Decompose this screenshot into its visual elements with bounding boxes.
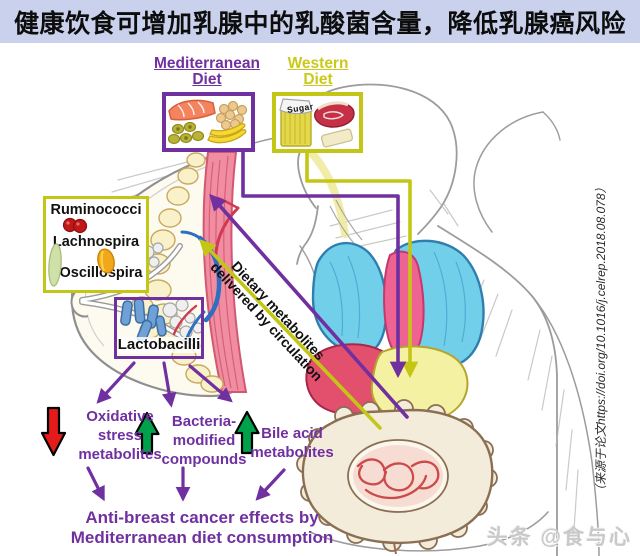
sugar-bag-icon	[279, 98, 313, 147]
western-diet-label: Western Diet	[277, 56, 359, 88]
green-up-block-arrow-icon	[234, 410, 260, 455]
block-arrows	[40, 406, 260, 457]
heart	[383, 250, 425, 357]
green-up-block-arrow-icon	[134, 411, 160, 455]
intestines	[296, 399, 498, 555]
chickpeas-icon	[215, 100, 248, 131]
yellow-circulation-arrow	[199, 239, 382, 430]
bacteria-icons	[48, 217, 115, 287]
bile-acid-label: Bile acid metabolites	[245, 424, 339, 462]
bacteria-name-oscillospira: Oscillospira	[59, 265, 143, 281]
purple-circulation-arrow	[209, 193, 409, 419]
bacteria-modified-line2: modified	[172, 432, 236, 449]
diet-connectors	[241, 150, 419, 379]
oxidative-line3: metabolites	[78, 446, 162, 463]
circulation-arrows	[199, 193, 409, 430]
salmon-icon	[168, 99, 216, 121]
western-food-box: Sugar	[272, 92, 363, 153]
mediterranean-food-box	[162, 92, 255, 152]
oxidative-line2: stress	[97, 427, 143, 444]
bacteria-name-lachnospira: Lachnospira	[52, 234, 140, 250]
source-citation: （来源于论文https://doi.org/10.1016/j.celrep.2…	[594, 181, 608, 497]
purple-diet-line	[241, 150, 407, 379]
mediterranean-diet-label: Mediterranean Diet	[146, 56, 268, 88]
ruminococci-icon	[62, 217, 88, 234]
western-diet-line1: Western	[287, 55, 349, 72]
bile-acid-line2: metabolites	[250, 444, 334, 461]
breast-bacteria-box: Ruminococci Lachnospira Oscillospira	[43, 196, 149, 293]
bacteria-modified-line1: Bacteria-	[171, 413, 237, 430]
lachnospira-icon	[48, 243, 62, 287]
title-banner: 健康饮食可增加乳腺中的乳酸菌含量，降低乳腺癌风险	[0, 0, 640, 43]
watermark: 头条 @食与心	[486, 526, 632, 549]
body-outline	[231, 83, 600, 556]
gland-clusters	[141, 242, 204, 339]
bacteria-name-ruminococci: Ruminococci	[50, 202, 142, 218]
conclusion-line2: Mediterranean diet consumption	[70, 527, 334, 547]
bile-acid-line1: Bile acid	[261, 425, 323, 442]
conclusion-line1: Anti-breast cancer effects by	[85, 508, 319, 527]
lacto-to-metabolite-arrows	[96, 361, 233, 408]
bacteria-modified-line3: compounds	[161, 451, 247, 468]
meat-icon	[313, 101, 355, 128]
bacteria-modified-label: Bacteria- modified compounds	[151, 412, 257, 469]
lactobacilli-box: Lactobacilli	[114, 297, 204, 359]
western-foods-illustration	[279, 98, 355, 148]
oxidative-stress-label: Oxidative stress metabolites	[60, 407, 180, 464]
mediterranean-diet-line1: Mediterranean	[154, 55, 260, 72]
mediterranean-diet-line2: Diet	[192, 71, 222, 88]
conclusion-text: Anti-breast cancer effects by Mediterran…	[28, 508, 376, 547]
lactobacilli-icon	[120, 298, 167, 343]
breast-section	[70, 148, 248, 398]
olives-icon	[167, 121, 205, 145]
western-diet-line2: Diet	[303, 71, 333, 88]
mediterranean-foods-illustration	[167, 99, 248, 145]
oxidative-line1: Oxidative	[86, 408, 154, 425]
butter-icon	[320, 128, 354, 148]
red-down-block-arrow-icon	[40, 406, 67, 457]
metabolite-to-conclusion-arrows	[86, 466, 286, 502]
oscillospira-icon	[97, 248, 115, 274]
lactobacilli-label: Lactobacilli	[117, 336, 201, 353]
yellow-diet-line	[305, 150, 419, 379]
banana-icon	[207, 123, 247, 144]
